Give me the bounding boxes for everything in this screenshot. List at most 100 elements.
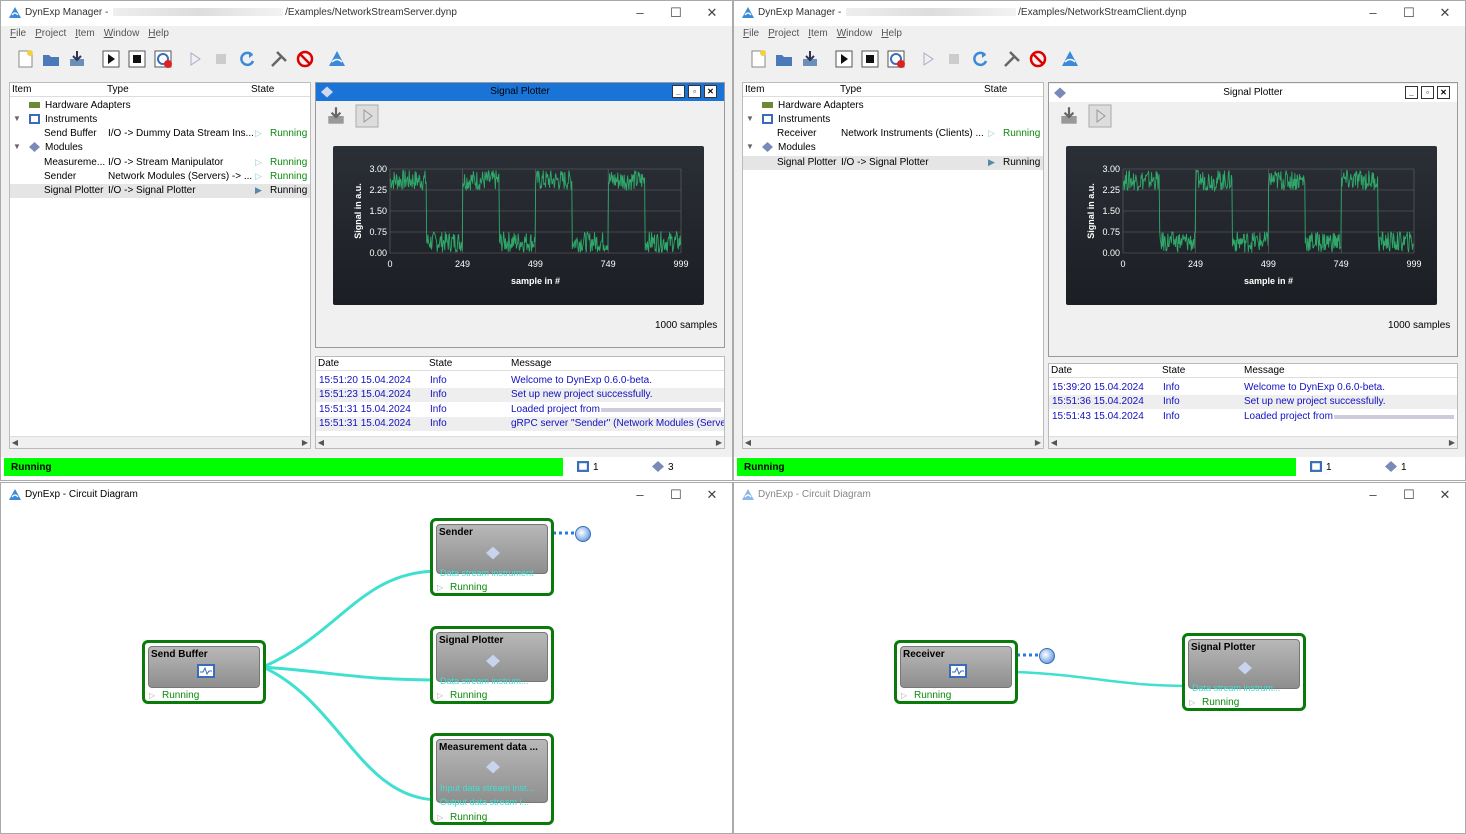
node-receiver[interactable]: Receiver ▷ Running [894, 640, 1018, 704]
menu-file[interactable]: File [743, 28, 760, 39]
header-state[interactable]: State [984, 84, 1008, 95]
title-bar[interactable]: DynExp Manager - /Examples/NetworkStream… [1, 1, 732, 25]
save-project-icon[interactable] [67, 49, 87, 69]
port-label[interactable]: Data stream instrument [440, 568, 534, 578]
header-type[interactable]: Type [107, 84, 129, 95]
stop-icon[interactable] [860, 49, 880, 69]
menu-window[interactable]: Window [836, 28, 873, 39]
header-state[interactable]: State [251, 84, 275, 95]
tree-row-modules[interactable]: ▼ Modules [746, 142, 816, 153]
close-button[interactable]: ✕ [706, 5, 718, 20]
maximize-button[interactable]: ☐ [670, 5, 682, 20]
terminate-icon[interactable] [1028, 49, 1048, 69]
play-icon[interactable] [355, 104, 379, 128]
refresh-icon[interactable] [970, 49, 990, 69]
minimize-button[interactable]: _ [1405, 86, 1418, 99]
open-project-icon[interactable] [41, 49, 61, 69]
tools-icon[interactable] [269, 49, 289, 69]
log-scrollbar[interactable]: ◀▶ [316, 436, 724, 448]
refresh-icon[interactable] [237, 49, 257, 69]
new-project-icon[interactable] [748, 49, 768, 69]
terminate-icon[interactable] [295, 49, 315, 69]
circuit-diagram-icon[interactable] [327, 49, 347, 69]
minimize-button[interactable]: – [1369, 487, 1377, 502]
header-message[interactable]: Message [511, 358, 552, 369]
tree-row-instruments[interactable]: ▼ Instruments [13, 114, 98, 125]
menu-window[interactable]: Window [103, 28, 140, 39]
stop-icon[interactable] [127, 49, 147, 69]
play-icon[interactable] [1088, 104, 1112, 128]
minimize-button[interactable]: – [636, 487, 644, 502]
maximize-button[interactable]: ☐ [1403, 5, 1415, 20]
tree-row-measurement[interactable]: Measureme... I/O -> Stream Manipulator ▷… [44, 157, 308, 168]
minimize-button[interactable]: – [636, 5, 644, 20]
save-project-icon[interactable] [800, 49, 820, 69]
close-button[interactable]: ✕ [1437, 86, 1450, 99]
title-bar[interactable]: DynExp - Circuit Diagram – ☐ ✕ [734, 483, 1465, 507]
expand-arrow-icon[interactable]: ▼ [746, 142, 754, 151]
save-data-icon[interactable] [325, 105, 347, 127]
plotter-title-bar[interactable]: Signal Plotter _ ▫ ✕ [1049, 84, 1457, 102]
header-state[interactable]: State [1162, 365, 1186, 376]
minimize-button[interactable]: – [1369, 5, 1377, 20]
tools-icon[interactable] [1002, 49, 1022, 69]
tree-row-signal-plotter[interactable]: Signal Plotter I/O -> Signal Plotter ▶ R… [10, 184, 310, 198]
close-button[interactable]: ✕ [1439, 487, 1451, 502]
header-item[interactable]: Item [745, 84, 765, 95]
maximize-button[interactable]: ☐ [670, 487, 682, 502]
menu-item[interactable]: Item [75, 28, 95, 39]
title-bar[interactable]: DynExp - Circuit Diagram – ☐ ✕ [1, 483, 732, 507]
port-label[interactable]: Input data stream inst... [440, 783, 535, 793]
run-item-icon[interactable] [918, 49, 938, 69]
node-send-buffer[interactable]: Send Buffer ▷ Running [142, 640, 266, 704]
close-button[interactable]: ✕ [704, 85, 717, 98]
header-date[interactable]: Date [1051, 365, 1073, 376]
close-button[interactable]: ✕ [706, 487, 718, 502]
maximize-button[interactable]: ▫ [688, 85, 701, 98]
minimize-button[interactable]: _ [672, 85, 685, 98]
header-item[interactable]: Item [12, 84, 32, 95]
maximize-button[interactable]: ▫ [1421, 86, 1434, 99]
port-label[interactable]: Output data stream i... [440, 797, 530, 807]
reset-stop-icon[interactable] [153, 49, 173, 69]
run-icon[interactable] [834, 49, 854, 69]
menu-project[interactable]: Project [768, 28, 800, 39]
header-type[interactable]: Type [840, 84, 862, 95]
node-signal-plotter[interactable]: Signal Plotter Data stream instrum... ▷ … [430, 626, 554, 704]
tree-row-instruments[interactable]: ▼ Instruments [746, 114, 831, 125]
new-project-icon[interactable] [15, 49, 35, 69]
tree-scrollbar[interactable]: ◀▶ [10, 436, 310, 448]
title-bar[interactable]: DynExp Manager - /Examples/NetworkStream… [734, 1, 1465, 25]
plotter-title-bar[interactable]: Signal Plotter _ ▫ ✕ [316, 83, 724, 101]
menu-project[interactable]: Project [35, 28, 67, 39]
stop-item-icon[interactable] [944, 49, 964, 69]
tree-row-hardware-adapters[interactable]: Hardware Adapters [743, 99, 1043, 113]
node-measurement-data[interactable]: Measurement data ... Input data stream i… [430, 733, 554, 825]
tree-row-hardware-adapters[interactable]: Hardware Adapters [10, 99, 310, 113]
menu-help[interactable]: Help [148, 28, 169, 39]
expand-arrow-icon[interactable]: ▼ [746, 114, 754, 123]
tree-row-receiver[interactable]: Receiver Network Instruments (Clients) .… [777, 128, 1041, 139]
open-project-icon[interactable] [774, 49, 794, 69]
menu-file[interactable]: File [10, 28, 27, 39]
maximize-button[interactable]: ☐ [1403, 487, 1415, 502]
expand-arrow-icon[interactable]: ▼ [13, 142, 21, 151]
stop-item-icon[interactable] [211, 49, 231, 69]
port-label[interactable]: Data stream instrum... [440, 676, 529, 686]
tree-scrollbar[interactable]: ◀▶ [743, 436, 1043, 448]
reset-stop-icon[interactable] [886, 49, 906, 69]
run-item-icon[interactable] [185, 49, 205, 69]
tree-row-send-buffer[interactable]: Send Buffer I/O -> Dummy Data Stream Ins… [44, 128, 308, 139]
header-date[interactable]: Date [318, 358, 340, 369]
header-state[interactable]: State [429, 358, 453, 369]
expand-arrow-icon[interactable]: ▼ [13, 114, 21, 123]
node-sender[interactable]: Sender Data stream instrument ▷ Running [430, 518, 554, 596]
port-label[interactable]: Data stream instrum... [1192, 683, 1281, 693]
close-button[interactable]: ✕ [1439, 5, 1451, 20]
